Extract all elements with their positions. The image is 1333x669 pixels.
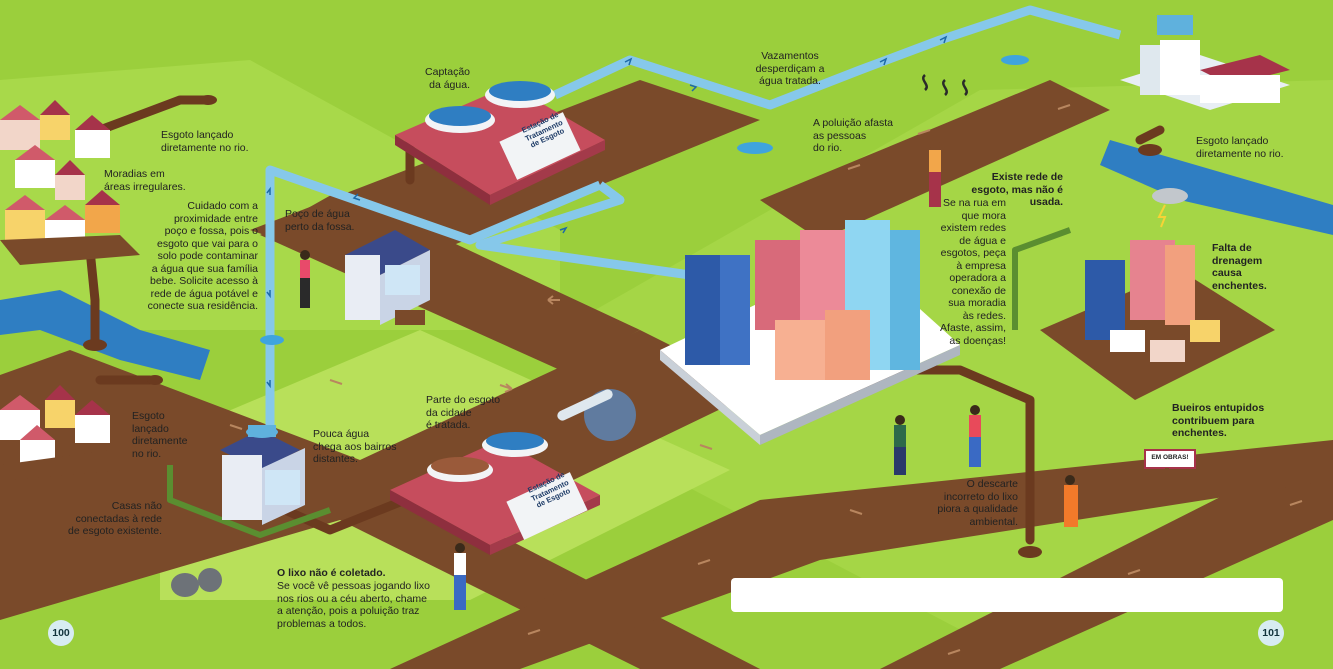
page-number-right: 101: [1258, 620, 1284, 646]
label-moradias: Moradias em áreas irregulares.: [104, 168, 186, 193]
label-pouca-agua: Pouca água chega aos bairros distantes.: [313, 428, 397, 465]
label-parte-esgoto: Parte do esgoto da cidade é tratada.: [426, 394, 501, 431]
river-right: [1100, 140, 1333, 235]
sewer-network-pipe: [167, 227, 1072, 538]
label-falta-drenagem: Falta de drenagem causa enchentes.: [1212, 242, 1267, 292]
road-diagonal-top: [260, 190, 640, 370]
label-casas-nao: Casas não conectadas à rede de esgoto ex…: [68, 500, 162, 537]
house-with-well: [345, 230, 430, 325]
outfall-pipe: [557, 389, 613, 421]
sewage-splash: [83, 95, 1162, 558]
em-obras-label: EM OBRAS!: [1151, 454, 1189, 461]
house-low-water: [220, 425, 305, 525]
road-bottom: [390, 440, 1333, 669]
em-obras-sign: [1144, 449, 1196, 482]
label-esgoto-rio-left: Esgoto lançado diretamente no rio.: [132, 410, 188, 460]
building-top-right: [1120, 15, 1290, 110]
flooded-town: [1040, 188, 1275, 400]
label-rede-body: Se na rua em que mora existem redes de á…: [940, 197, 1006, 347]
label-poluicao-afasta: A poluição afasta as pessoas do rio.: [813, 117, 893, 154]
houses-irregular-top: [0, 100, 140, 265]
label-descarte: O descarte incorreto do lixo piora a qua…: [937, 478, 1018, 528]
page-number-left: 100: [48, 620, 74, 646]
water-leak-puddles: [260, 55, 1029, 345]
label-esgoto-rio-top-left: Esgoto lançado diretamente no rio.: [161, 129, 249, 154]
label-captacao: Captação da água.: [425, 66, 470, 91]
label-esgoto-rio-top-right: Esgoto lançado diretamente no rio.: [1196, 135, 1284, 160]
label-lixo-title: O lixo não é coletado.: [277, 567, 386, 579]
note-box: [731, 578, 1283, 612]
label-lixo-body: Se você vê pessoas jogando lixo nos rios…: [277, 580, 430, 630]
houses-irregular-bottom: [0, 385, 125, 480]
label-vazamentos: Vazamentos desperdiçam a água tratada.: [755, 50, 825, 87]
sewage-treatment-station: [390, 432, 600, 555]
water-treatment-station: [395, 81, 605, 205]
label-rede-title: Existe rede de esgoto, mas não é usada.: [971, 171, 1063, 208]
trash-bags: [171, 568, 222, 597]
water-pipe-arrows: [266, 35, 948, 389]
people: [300, 140, 1078, 610]
label-poco: Poço de água perto da fossa.: [285, 208, 355, 233]
road-arrows: [229, 104, 1303, 655]
label-cuidado: Cuidado com a proximidade entre poço e f…: [147, 200, 258, 312]
label-bueiros: Bueiros entupidos contribuem para enchen…: [1172, 402, 1265, 439]
pollution-odor-lines: [922, 74, 968, 96]
city-buildings: [660, 220, 960, 445]
river-left: [0, 290, 210, 380]
